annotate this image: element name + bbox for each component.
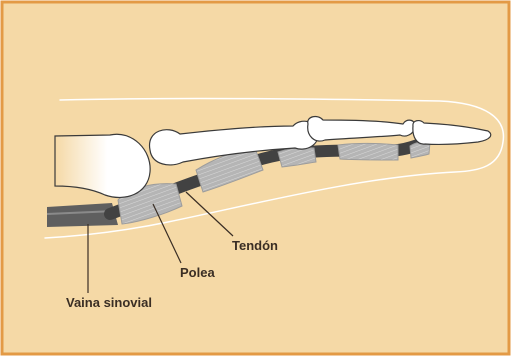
synovial-sheath-label: Vaina sinovial (66, 296, 152, 309)
pulley-a4 (338, 144, 398, 161)
tendon-label: Tendón (232, 239, 278, 252)
pulley-label: Polea (180, 266, 215, 279)
